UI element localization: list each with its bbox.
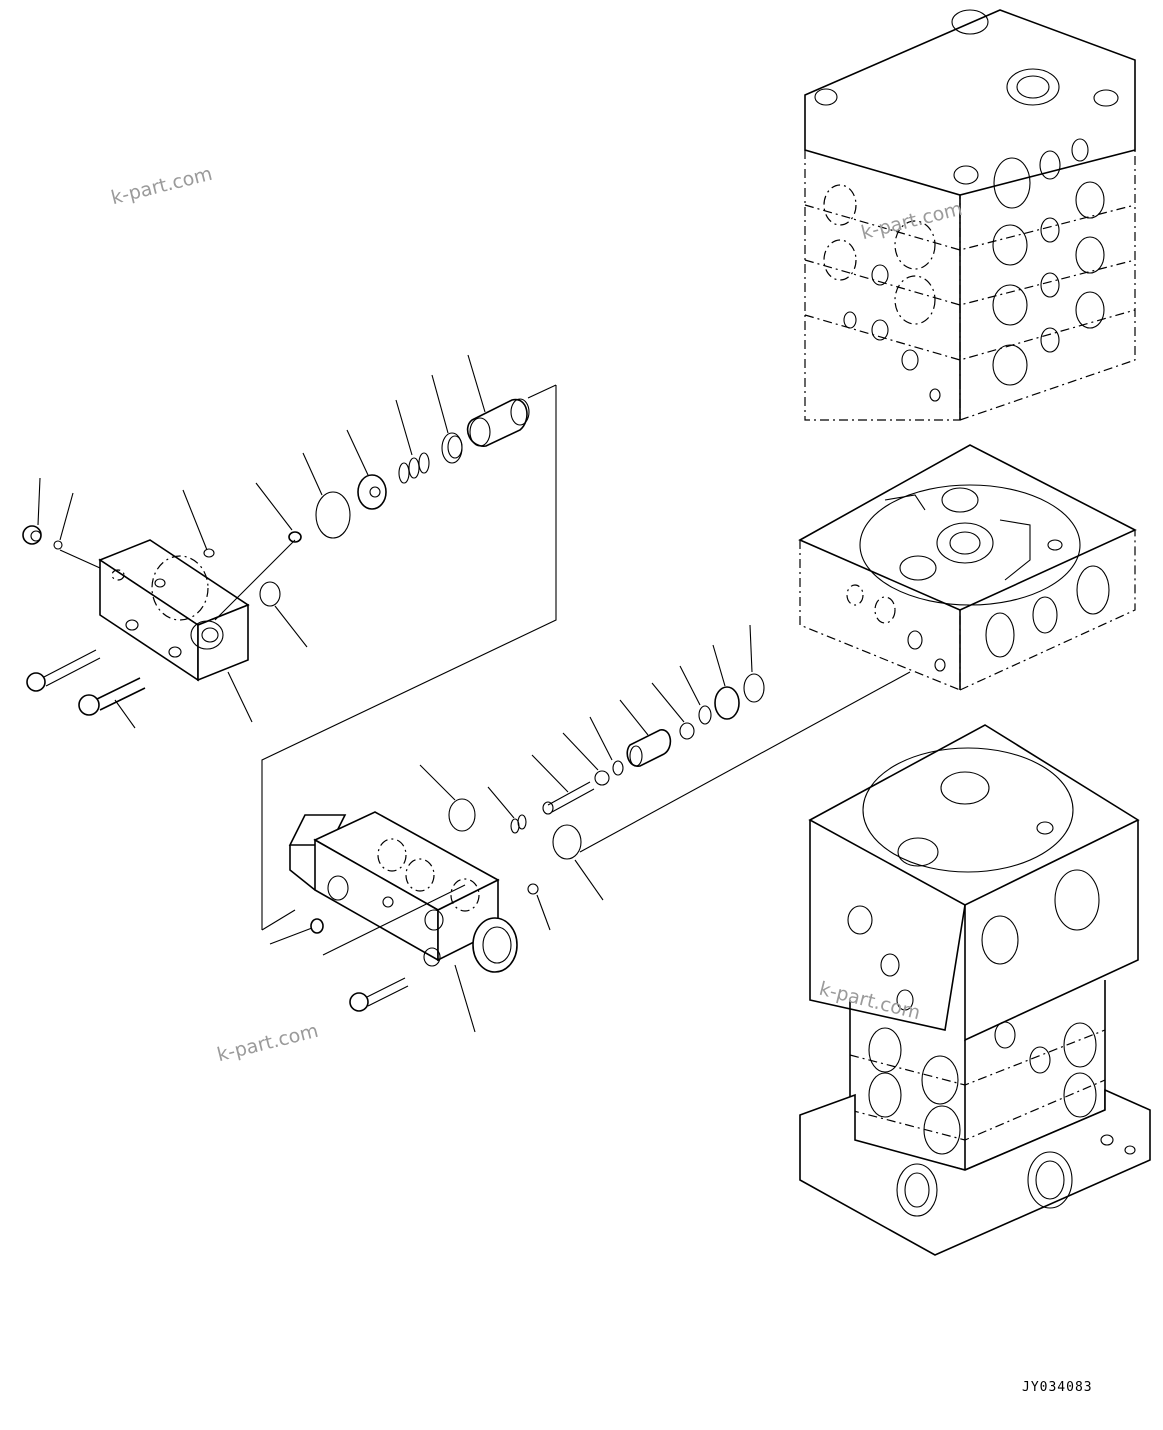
end-cover-block xyxy=(98,539,250,682)
control-valve-stack-top xyxy=(804,9,1136,421)
drawing-code: JY034083 xyxy=(1022,1380,1093,1395)
bolts-upper xyxy=(26,649,146,716)
spool-assembly-upper xyxy=(22,398,530,607)
spool-assembly-lower xyxy=(310,673,765,934)
leader-lines xyxy=(37,354,753,1033)
control-valve-section-middle xyxy=(798,444,1137,691)
control-valve-stack-bottom xyxy=(799,724,1151,1256)
alignment-lines xyxy=(59,384,911,956)
bolt-lower xyxy=(349,977,409,1012)
valve-block-lower xyxy=(288,811,518,973)
